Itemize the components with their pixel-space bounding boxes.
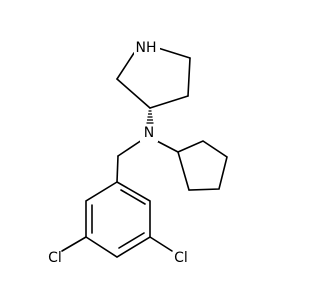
bond-ch2-aryl <box>116 155 119 183</box>
bond-c4-c3 <box>149 95 189 109</box>
stereo-hash-bond <box>146 110 154 124</box>
cyclopentane-ring <box>177 140 228 191</box>
chlorine-left-label: Cl <box>48 250 62 266</box>
structure-canvas: NH N Cl Cl <box>48 38 228 266</box>
benzene-outline <box>85 181 151 258</box>
pyrrolidine-ring <box>116 47 191 109</box>
bond-nh-c2 <box>116 52 135 80</box>
benzene-ring <box>85 181 151 258</box>
bond-c5-c4 <box>187 57 191 97</box>
amine-n-bg <box>140 124 158 142</box>
amine-n-label: N <box>144 125 154 141</box>
chlorine-right-label: Cl <box>174 250 188 266</box>
bond-nh-c5 <box>157 47 191 59</box>
cyclopentane-outline <box>177 140 228 191</box>
benzene-double-1 <box>120 189 146 205</box>
bond-aryl-cl-right <box>149 236 173 252</box>
benzene-double-2 <box>118 232 145 249</box>
bond-c3-c2 <box>116 78 151 109</box>
bond-aryl-cl-left <box>61 236 87 252</box>
bond-n-ch2 <box>117 139 143 157</box>
nh-label: NH <box>135 40 156 56</box>
molecule-diagram: NH N Cl Cl <box>48 38 228 266</box>
nh-label-bg <box>134 38 160 58</box>
bond-n-cyclopentyl <box>154 139 179 153</box>
